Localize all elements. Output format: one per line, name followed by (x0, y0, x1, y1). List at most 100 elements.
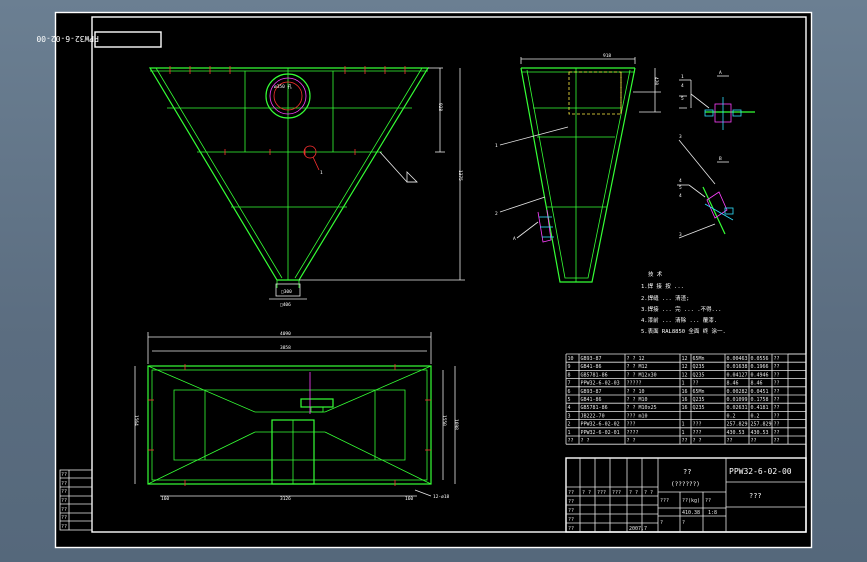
bom-cell-w1: 257.829 (727, 422, 748, 428)
bom-cell-name: ??? (627, 422, 636, 428)
bom-cell-w2: ?? (751, 438, 757, 444)
dim-front-inner: 928 (437, 103, 443, 111)
bom-cell-code: JB222-70 (581, 413, 605, 419)
side-view: 918 420 1 2 A (495, 53, 661, 283)
bom-cell-mat: Q235 (693, 364, 705, 370)
bom-cell-note: ?? (774, 430, 780, 436)
rev-cell-4: ?? (61, 507, 67, 513)
dim-plan-bottom-right: 160 (405, 496, 413, 502)
title-name: ?? (683, 468, 691, 476)
bom-cell-note: ?? (774, 381, 780, 387)
tb-r1-2: ??? (597, 490, 606, 496)
weight-value: 410.38 (682, 510, 700, 516)
bom-cell-mat: ??? (693, 422, 702, 428)
bom-cell-w1: 8.46 (727, 381, 739, 387)
title-company: ??? (749, 492, 762, 500)
cad-drawing: PPW32-6-02-00 ø350 孔 1 (36, 11, 813, 549)
bom-cell-no: 5 (568, 397, 571, 403)
bom-cell-code: PPW32-6-02-01 (581, 430, 620, 436)
title-sub: (??????) (671, 481, 700, 488)
dim-plan-height-left: 1564 (133, 415, 139, 426)
dim-plan-bottom-left: 160 (161, 496, 169, 502)
rev-cell-6: ?? (61, 524, 67, 530)
bom-cell-note: ?? (774, 356, 780, 362)
dim-plan-height-right-b: 1698 (453, 419, 459, 430)
bom-cell-w2: 0.1966 (751, 364, 769, 370)
title-block: ?? ? ? ??? ??? ? ? ? ? ?? ?? ?? ?? 2007.… (565, 457, 807, 533)
note-5: 5.表面 RAL8850 全面 终 涂一. (641, 327, 726, 335)
bom-cell-qty: 1 (682, 430, 685, 436)
bom-cell-w1: 0.04127 (727, 372, 748, 378)
bom-cell-no: 7 (568, 381, 571, 387)
detail-title-b: B (719, 156, 722, 162)
bom-cell-no: 6 (568, 389, 571, 395)
tb-r4-0: ?? (568, 517, 574, 523)
bom-cell-no: 1 (568, 430, 571, 436)
bom-cell-no: ?? (568, 438, 574, 444)
detail-view-b: 3 4 5 4 3 B (677, 134, 734, 239)
bom-cell-w2: 0.2 (751, 413, 760, 419)
bom-cell-w1: 0.2 (727, 413, 736, 419)
bom-cell-qty: 1 (682, 422, 685, 428)
bom-cell-code: GB93-87 (581, 389, 602, 395)
bom-cell-w2: 8.46 (751, 381, 763, 387)
bom-cell-note: ?? (774, 372, 780, 378)
cad-canvas[interactable]: PPW32-6-02-00 ø350 孔 1 (36, 11, 813, 549)
bom-cell-code: GB41-86 (581, 364, 602, 370)
detail-label-4c: 4 (679, 193, 682, 199)
bom-cell-qty: ?? (682, 438, 688, 444)
revision-table: ?? ?? ?? ?? ?? ?? ?? (59, 469, 93, 531)
bom-cell-qty: 1 (682, 381, 685, 387)
callout-1: 1 (320, 170, 323, 176)
bom-cell-note: ?? (774, 397, 780, 403)
detail-label-4: 4 (681, 83, 684, 89)
weight-label: ??(kg) (682, 498, 700, 504)
callout-1-side: 1 (495, 143, 498, 149)
bom-cell-w1: 0.01099 (727, 397, 748, 403)
bom-cell-qty: 16 (682, 405, 688, 411)
bom-cell-name: ? ? (627, 438, 636, 444)
rev-cell-2: ?? (61, 489, 67, 495)
bom-cell-qty: 12 (682, 364, 688, 370)
bom-cell-name: ? ? 10 (627, 389, 645, 395)
bom-cell-name: ? ? M10 (627, 397, 648, 403)
bom-cell-name: ???? (627, 430, 639, 436)
dim-plan-hole: 12-ø18 (433, 494, 450, 500)
scale-value: 1:8 (708, 510, 717, 516)
bom-cell-w2: 0.0451 (751, 389, 769, 395)
tb-r1-5: ? ? (644, 490, 653, 496)
bom-cell-w1: ?? (727, 438, 733, 444)
plan-view: 4090 3858 1564 1550 1698 3126 160 160 12… (133, 331, 459, 502)
bom-cell-w1: 0.01638 (727, 364, 748, 370)
title-code: PPW32-6-02-00 (729, 467, 792, 476)
tb-r1-3: ??? (612, 490, 621, 496)
bom-cell-w2: 0.0556 (751, 356, 769, 362)
bom-cell-mat: ??? (693, 430, 702, 436)
detail-label-3: 3 (679, 134, 682, 140)
tb-r1-1: ? ? (582, 490, 591, 496)
bom-cell-mat: Q235 (693, 405, 705, 411)
bom-cell-no: 9 (568, 364, 571, 370)
tb-r1-0: ?? (568, 490, 574, 496)
bom-cell-code: GB41-86 (581, 397, 602, 403)
dim-plan-bottom-mid: 3126 (280, 496, 291, 502)
tb-stage-label: ??? (660, 498, 669, 504)
bom-cell-qty: 12 (682, 372, 688, 378)
bom-cell-name: ??? m10 (627, 413, 648, 419)
tb-sheet2: ? (682, 520, 685, 526)
bom-cell-w2: 257.829 (751, 422, 772, 428)
circle-label: ø350 孔 (274, 83, 293, 90)
bom-cell-w1: 0.00282 (727, 389, 748, 395)
tb-date: 2007.7 (629, 526, 647, 532)
tb-r1-4: ? ? (629, 490, 638, 496)
bom-cell-w1: 430.53 (727, 430, 745, 436)
note-2: 2.焊缝 ... 清渣; (641, 294, 690, 302)
bom-cell-mat: 65Mn (693, 356, 705, 362)
